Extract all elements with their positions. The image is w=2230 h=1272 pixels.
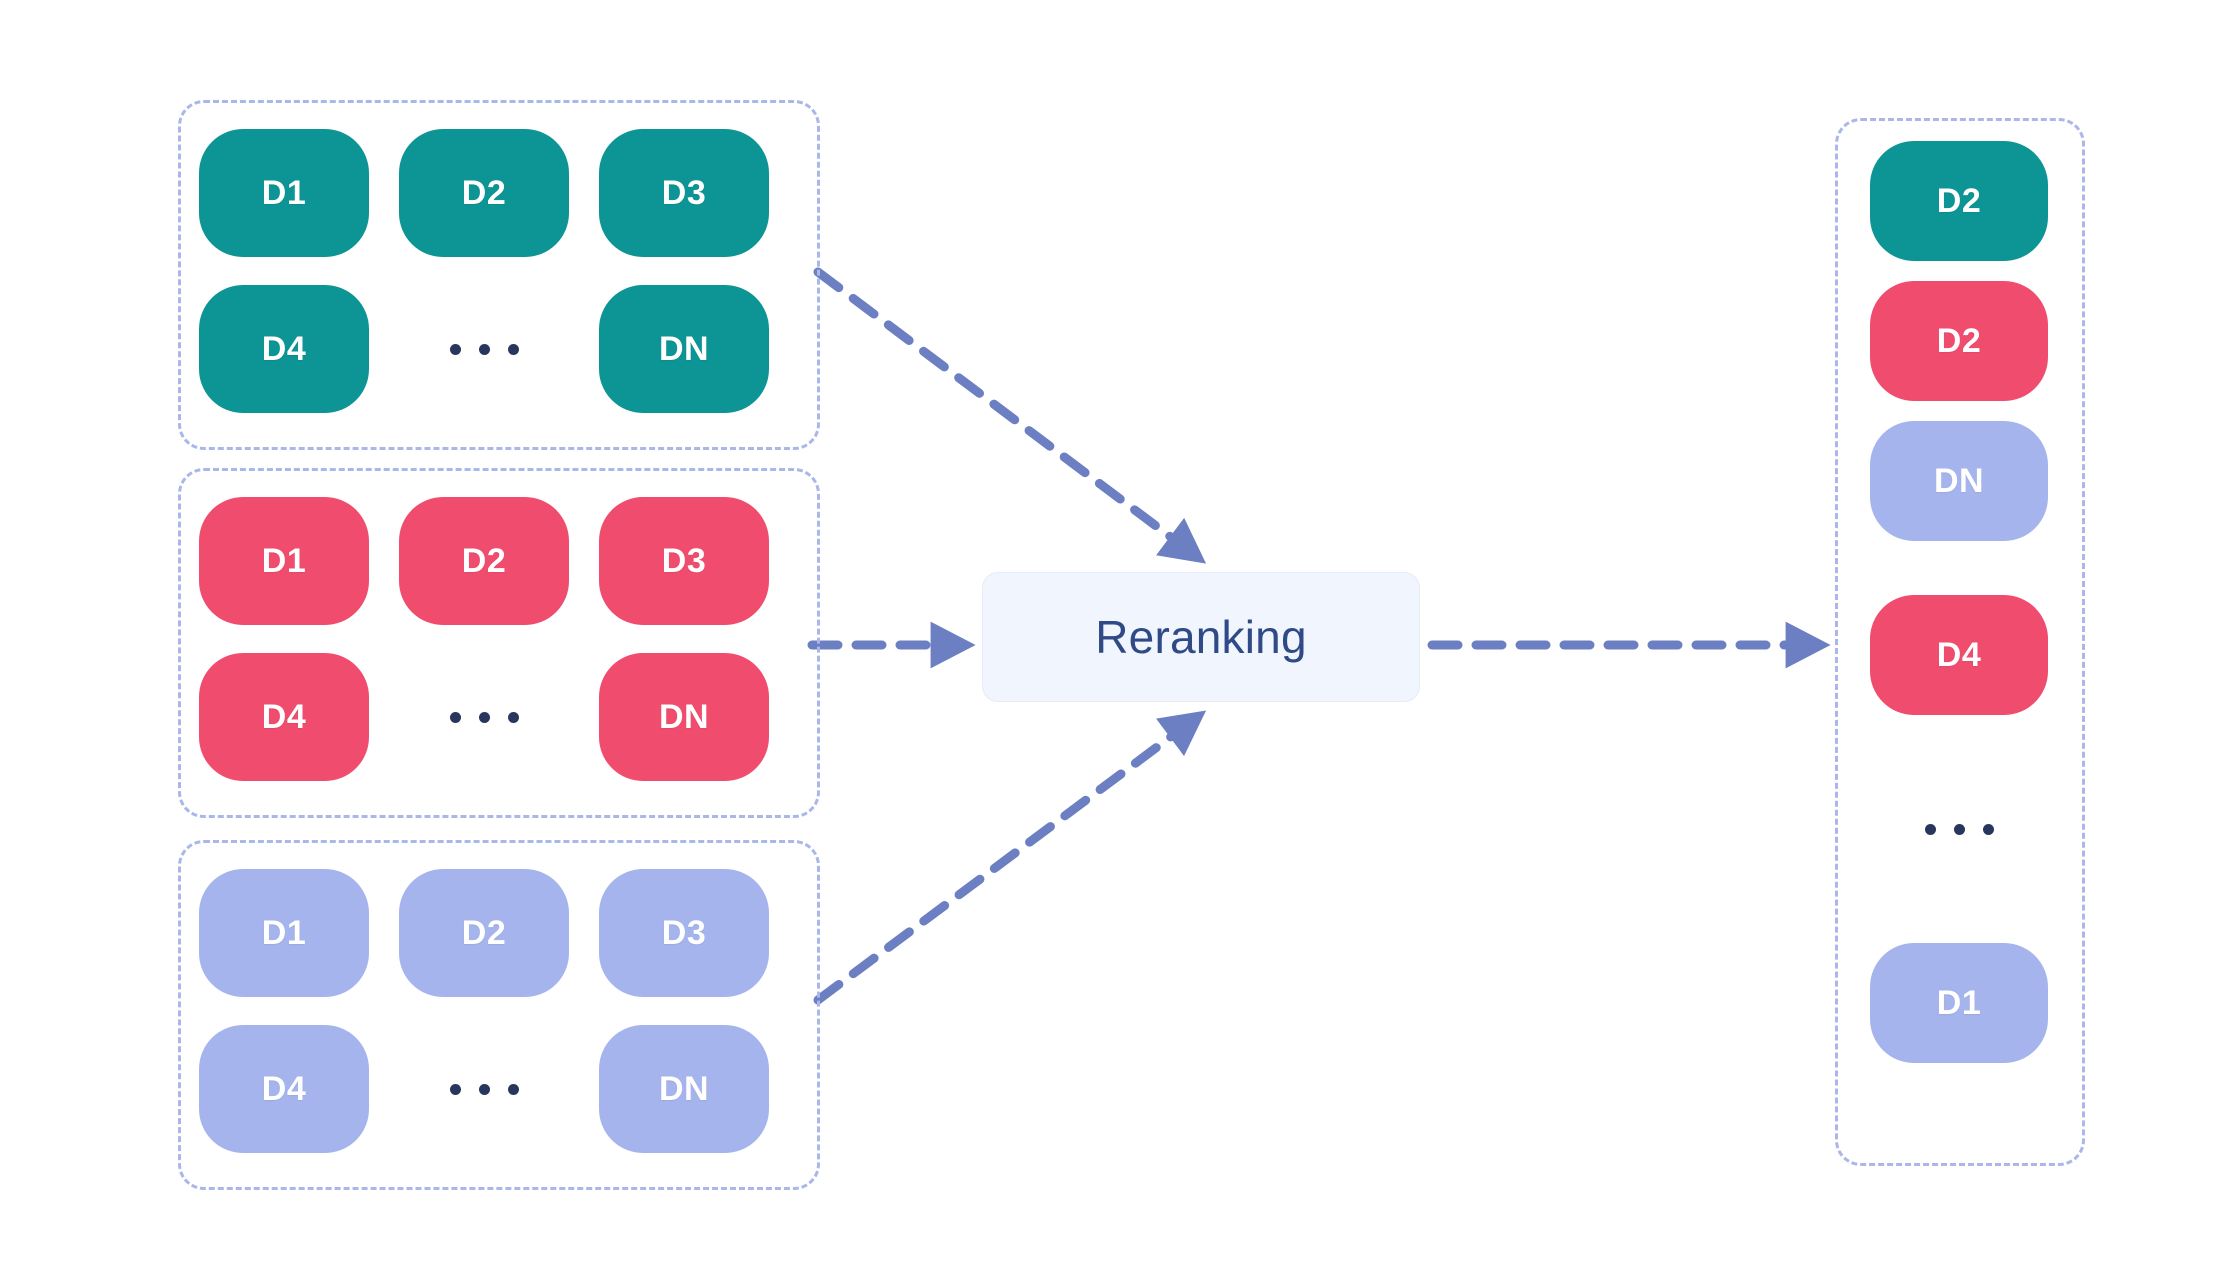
pill-dn[interactable]: DN — [599, 653, 769, 781]
pill-d1[interactable]: D1 — [199, 869, 369, 997]
pill-d2[interactable]: D2 — [399, 497, 569, 625]
arrow-group3-to-reranking — [813, 710, 1207, 1005]
pill-d2[interactable]: D2 — [399, 869, 569, 997]
pill-d4[interactable]: D4 — [199, 653, 369, 781]
result-pill-4[interactable]: D4 — [1870, 595, 2048, 715]
pill-d3[interactable]: D3 — [599, 129, 769, 257]
ellipsis-indicator — [399, 1025, 569, 1153]
pill-d1[interactable]: D1 — [199, 497, 369, 625]
reranking-node[interactable]: Reranking — [982, 572, 1420, 702]
candidate-list-pink[interactable]: D1 D2 D3 D4 DN — [178, 468, 820, 818]
ellipsis-indicator — [399, 653, 569, 781]
ellipsis-indicator — [399, 285, 569, 413]
pill-d4[interactable]: D4 — [199, 285, 369, 413]
pill-d2[interactable]: D2 — [399, 129, 569, 257]
pill-dn[interactable]: DN — [599, 285, 769, 413]
reranked-result-list[interactable]: D2 D2 DN D4 D1 — [1835, 118, 2085, 1166]
candidate-list-periwinkle[interactable]: D1 D2 D3 D4 DN — [178, 840, 820, 1190]
result-pill-6[interactable]: D1 — [1870, 943, 2048, 1063]
result-pill-2[interactable]: D2 — [1870, 281, 2048, 401]
pill-dn[interactable]: DN — [599, 1025, 769, 1153]
ellipsis-indicator — [1870, 769, 2048, 889]
pill-d3[interactable]: D3 — [599, 497, 769, 625]
result-pill-3[interactable]: DN — [1870, 421, 2048, 541]
pill-d1[interactable]: D1 — [199, 129, 369, 257]
arrow-group1-to-reranking — [813, 267, 1207, 564]
pill-d3[interactable]: D3 — [599, 869, 769, 997]
reranking-label: Reranking — [1095, 611, 1307, 663]
result-pill-1[interactable]: D2 — [1870, 141, 2048, 261]
candidate-list-teal[interactable]: D1 D2 D3 D4 DN — [178, 100, 820, 450]
pill-d4[interactable]: D4 — [199, 1025, 369, 1153]
